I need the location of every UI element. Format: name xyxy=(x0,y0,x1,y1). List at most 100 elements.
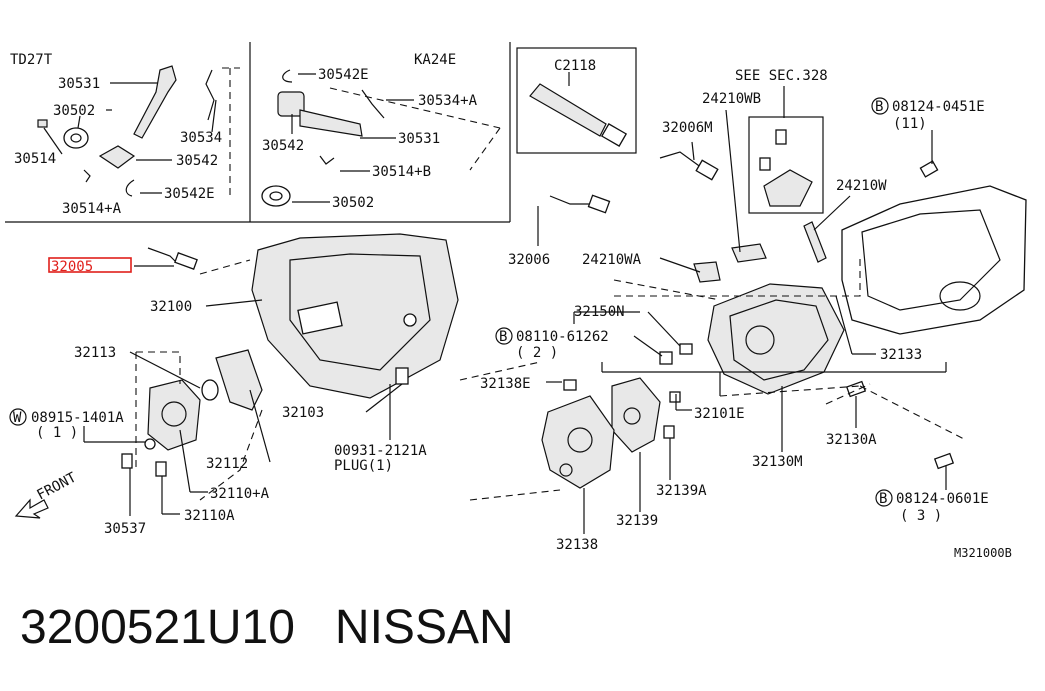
label-32112: 32112 xyxy=(206,456,248,472)
plug-00931 xyxy=(395,367,409,385)
label-32101e: 32101E xyxy=(694,406,745,422)
circle-markers: B B W B xyxy=(9,97,893,507)
label-08915-1401a: 08915-1401A xyxy=(31,410,124,426)
label-30514a: 30514+A xyxy=(62,201,122,217)
label-32005: 32005 xyxy=(51,259,93,275)
leader-lines xyxy=(43,72,947,534)
label-08915-qty: ( 1 ) xyxy=(36,425,78,441)
label-32138: 32138 xyxy=(556,537,598,553)
sensor-32005 xyxy=(147,247,177,263)
label-32103: 32103 xyxy=(282,405,324,421)
label-32139: 32139 xyxy=(616,513,658,529)
diagram-code: M321000B xyxy=(954,546,1012,560)
clip-30514a xyxy=(83,169,91,183)
label-ka24e: KA24E xyxy=(414,52,456,68)
label-30542e-ka24e: 30542E xyxy=(318,67,369,83)
clip-30514b xyxy=(319,155,335,165)
highlight-box-32005 xyxy=(48,257,132,273)
bolt-32130a xyxy=(845,380,867,398)
sensors xyxy=(147,151,719,270)
label-30537: 30537 xyxy=(104,521,146,537)
gasket-32112 xyxy=(215,349,263,411)
label-32139a: 32139A xyxy=(656,483,707,499)
label-08124-0451e-qty: (11) xyxy=(893,116,927,132)
section-frames xyxy=(5,42,824,223)
label-24210wa: 24210WA xyxy=(582,252,642,268)
spring-30542e-ka24e xyxy=(282,69,293,83)
brackets xyxy=(563,129,955,470)
label-30542e-td27t: 30542E xyxy=(164,186,215,202)
bolt-32110a xyxy=(155,461,167,477)
label-30514: 30514 xyxy=(14,151,56,167)
assembly-lines xyxy=(135,256,967,501)
circle-b-marker-3 xyxy=(875,489,893,507)
label-32133: 32133 xyxy=(880,347,922,363)
plate-32139 xyxy=(611,377,661,453)
label-see-sec-328: SEE SEC.328 xyxy=(735,68,828,84)
label-08110-61262: 08110-61262 xyxy=(516,329,609,345)
label-32006: 32006 xyxy=(508,252,550,268)
clip-30514 xyxy=(37,119,48,128)
circle-b-letter-3: B xyxy=(879,491,887,507)
label-30531-ka24e: 30531 xyxy=(398,131,440,147)
label-c2118: C2118 xyxy=(554,58,596,74)
label-32110a: 32110A xyxy=(184,508,235,524)
part-labels: TD27T KA24E C2118 SEE SEC.328 30531 3050… xyxy=(10,52,1012,560)
front-cover-parts xyxy=(121,349,263,477)
label-08124-0601e: 08124-0601E xyxy=(896,491,989,507)
label-30542-ka24e: 30542 xyxy=(262,138,304,154)
bearing-30502-ka24e xyxy=(261,185,291,207)
sensor-32006 xyxy=(549,195,592,205)
spring-30542e-td27t xyxy=(125,179,135,197)
label-32006m: 32006M xyxy=(662,120,713,136)
circle-w-marker xyxy=(9,408,27,426)
label-td27t: TD27T xyxy=(10,52,53,68)
label-32138e: 32138E xyxy=(480,376,531,392)
housing-32100 xyxy=(251,233,459,399)
label-08110-qty: ( 2 ) xyxy=(516,345,558,361)
label-24210wb: 24210WB xyxy=(702,91,761,107)
case-32130m xyxy=(707,283,845,395)
boot-30542-td27t xyxy=(98,145,136,169)
front-label: FRONT xyxy=(34,469,79,503)
transfer-assembly xyxy=(841,185,1027,335)
spring-30534 xyxy=(205,69,215,121)
circle-b-letter-1: B xyxy=(875,99,883,115)
ka24e-parts xyxy=(261,69,501,207)
washer-08915 xyxy=(144,438,156,450)
label-32130m: 32130M xyxy=(752,454,803,470)
bolt-08124-0601e xyxy=(933,452,955,470)
bolt-32139a xyxy=(663,425,675,439)
label-32110a-plus: 32110+A xyxy=(210,486,270,502)
oil-seal-32113 xyxy=(201,379,219,401)
front-cover-32110 xyxy=(147,379,201,451)
label-32150n: 32150N xyxy=(574,304,625,320)
label-30534: 30534 xyxy=(180,130,222,146)
label-30542-td27t: 30542 xyxy=(176,153,218,169)
td27t-parts xyxy=(37,65,240,200)
bearing-30502-td27t xyxy=(63,127,89,149)
plug-32101e xyxy=(669,391,681,403)
bracket-24210wb xyxy=(731,243,767,263)
shift-cover-328 xyxy=(763,169,813,207)
spring-30534a xyxy=(361,89,385,119)
label-30514b: 30514+B xyxy=(372,164,431,180)
sensor-32006m xyxy=(659,151,703,169)
label-30531-td27t: 30531 xyxy=(58,76,100,92)
label-08124-0451e: 08124-0451E xyxy=(892,99,985,115)
boot-30542-ka24e xyxy=(277,91,305,117)
release-fork-td27t xyxy=(133,65,177,139)
front-arrow: FRONT xyxy=(14,469,80,519)
label-30502-td27t: 30502 xyxy=(53,103,95,119)
c2118-tube xyxy=(529,83,628,147)
sealant-tube xyxy=(529,83,607,137)
label-24210w: 24210W xyxy=(836,178,887,194)
bracket-24210wa xyxy=(693,261,721,283)
bolt-08110 xyxy=(659,351,673,365)
release-fork-ka24e xyxy=(299,109,363,137)
label-plug: PLUG(1) xyxy=(334,458,393,474)
adapter-plates xyxy=(541,377,661,489)
part-number-footer: 3200521U10 NISSAN xyxy=(20,601,514,654)
